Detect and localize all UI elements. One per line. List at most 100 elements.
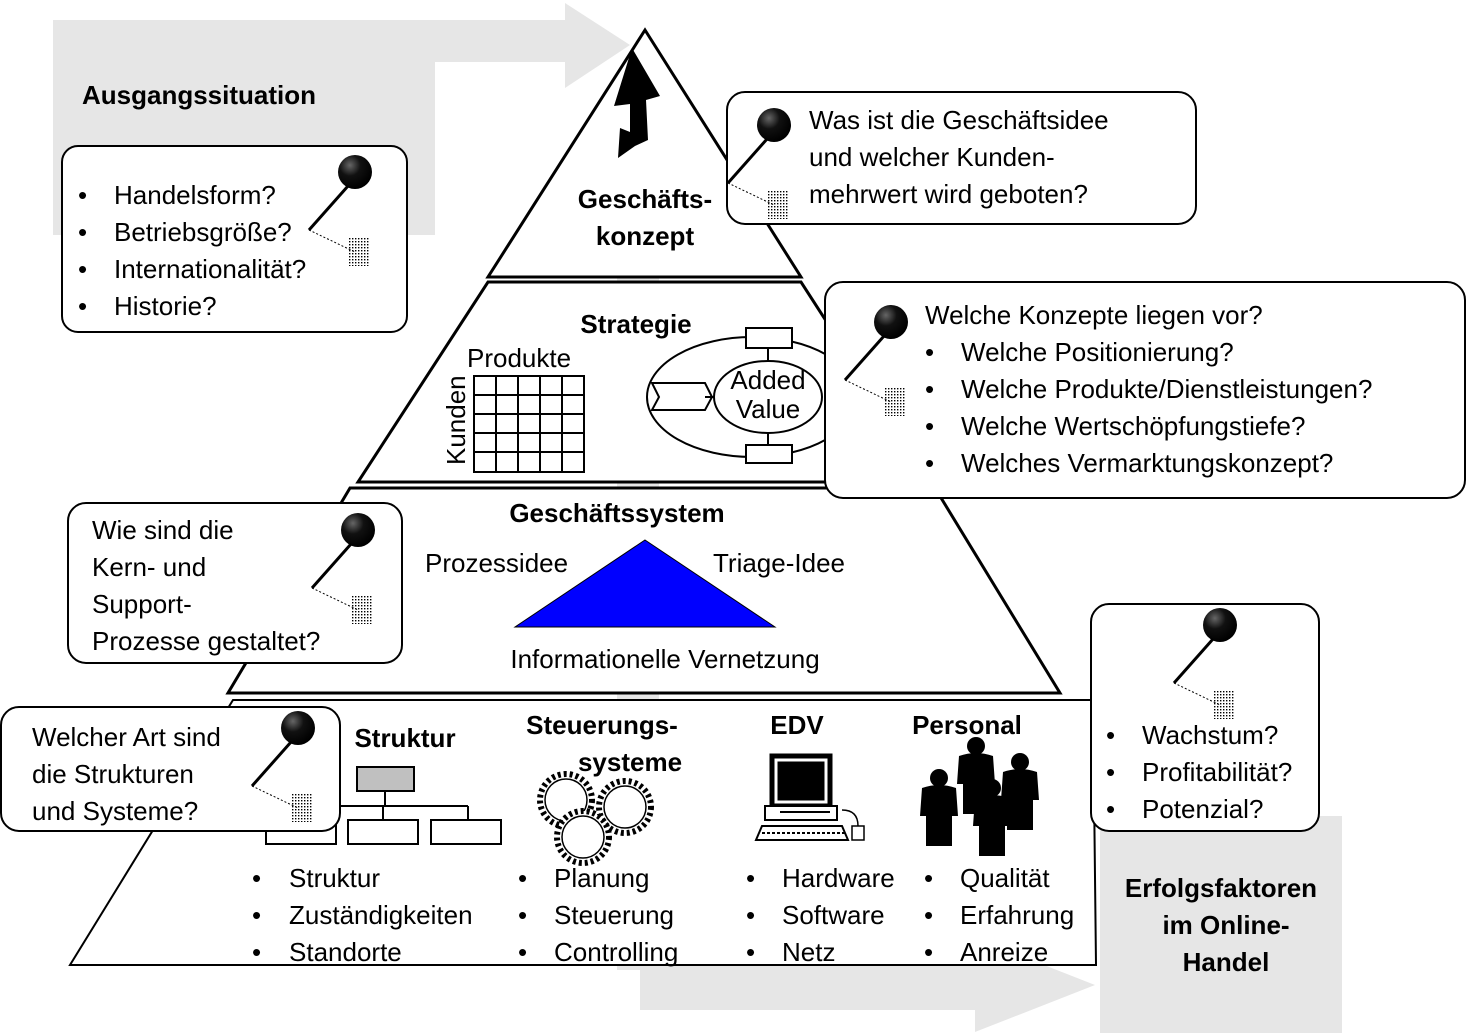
callout-prozesse-line: Wie sind die (92, 515, 234, 545)
personal-list: • Qualität • Erfahrung • Anreize (924, 863, 1074, 967)
strategie-title: Strategie (580, 309, 691, 339)
steuerung-title-2: systeme (578, 747, 682, 777)
callout-strukturen-line: und Systeme? (32, 796, 198, 826)
callout-strukturen-line: die Strukturen (32, 759, 194, 789)
bullet: • (78, 291, 87, 321)
product-customer-matrix (473, 375, 585, 473)
layer-konzept: Geschäfts- konzept (578, 48, 712, 251)
vernetzung-label: Informationelle Vernetzung (510, 644, 819, 674)
bullet: • (924, 863, 933, 893)
bullet: • (78, 217, 87, 247)
bullet: • (518, 863, 527, 893)
callout-strukturen: Welcher Art sind die Strukturen und Syst… (0, 706, 341, 832)
konzept-title: Geschäfts- (578, 184, 712, 214)
struktur-item: Standorte (289, 937, 402, 967)
value-chain-icon (646, 327, 858, 464)
ausgangssituation-label: Ausgangssituation (82, 80, 316, 110)
edv-item: Hardware (782, 863, 895, 893)
callout-strategie-item: Welche Wertschöpfungstiefe? (961, 411, 1305, 441)
layer-konzept-shape (485, 27, 804, 279)
callout-strategie-item: Welche Positionierung? (961, 337, 1234, 367)
bullet: • (924, 937, 933, 967)
callout-erfolg-item: Wachstum? (1142, 720, 1278, 750)
callout-konzept-line: und welcher Kunden- (809, 142, 1055, 172)
bullet: • (78, 254, 87, 284)
steuerung-title: Steuerungs- (526, 710, 678, 740)
struktur-item: Zuständigkeiten (289, 900, 473, 930)
bullet: • (518, 900, 527, 930)
personal-item: Erfahrung (960, 900, 1074, 930)
callout-prozesse: Wie sind die Kern- und Support- Prozesse… (67, 502, 403, 664)
callout-konzept: Was ist die Geschäftsidee und welcher Ku… (726, 91, 1197, 225)
geschaeftssystem-title: Geschäftssystem (509, 498, 724, 528)
edv-item: Netz (782, 937, 835, 967)
layer-basis: Struktur Steuerungs- systeme EDV Persona… (252, 710, 1074, 967)
bullet: • (746, 863, 755, 893)
matrix-col-label: Produkte (467, 343, 571, 373)
personal-item: Anreize (960, 937, 1048, 967)
struktur-list: • Struktur • Zuständigkeiten • Standorte (252, 863, 473, 967)
bullet: • (252, 937, 261, 967)
bullet: • (252, 900, 261, 930)
callout-strategie-heading: Welche Konzepte liegen vor? (925, 300, 1263, 330)
callout-prozesse-line: Prozesse gestaltet? (92, 626, 320, 656)
erfolgsfaktoren-line: im Online- (1162, 910, 1289, 940)
erfolgsfaktoren-label: Erfolgsfaktoren im Online- Handel (1125, 873, 1317, 977)
bullet: • (1106, 794, 1115, 824)
triage-idee-label: Triage-Idee (713, 548, 845, 578)
callout-erfolg-item: Profitabilität? (1142, 757, 1292, 787)
bullet: • (746, 937, 755, 967)
lightning-icon (614, 48, 660, 158)
bullet: • (78, 180, 87, 210)
personal-item: Qualität (960, 863, 1050, 893)
edv-list: • Hardware • Software • Netz (746, 863, 895, 967)
callout-ausgang-item: Handelsform? (114, 180, 276, 210)
bullet: • (252, 863, 261, 893)
edv-title: EDV (770, 710, 824, 740)
callout-erfolg: • Wachstum? • Profitabilität? • Potenzia… (1090, 603, 1320, 832)
bullet: • (924, 900, 933, 930)
callout-strategie: Welche Konzepte liegen vor? • Welche Pos… (824, 281, 1466, 499)
matrix-row-label: Kunden (441, 375, 471, 465)
callout-ausgang: • Handelsform? • Betriebsgröße? • Intern… (61, 145, 408, 333)
callout-konzept-line: Was ist die Geschäftsidee (809, 105, 1109, 135)
edv-item: Software (782, 900, 885, 930)
erfolgsfaktoren-line: Erfolgsfaktoren (1125, 873, 1317, 903)
erfolgsfaktoren-line: Handel (1183, 947, 1270, 977)
bullet: • (925, 337, 934, 367)
callout-prozesse-line: Support- (92, 589, 192, 619)
callout-ausgang-item: Internationalität? (114, 254, 306, 284)
bullet: • (925, 448, 934, 478)
layer-strategie: Strategie Produkte Kunden Added Value (441, 309, 858, 473)
personal-title: Personal (912, 710, 1022, 740)
callout-strategie-item: Welche Produkte/Dienstleistungen? (961, 374, 1372, 404)
bullet: • (1106, 757, 1115, 787)
callout-ausgang-item: Historie? (114, 291, 217, 321)
struktur-title: Struktur (354, 723, 455, 753)
steuerung-item: Planung (554, 863, 649, 893)
callout-strukturen-line: Welcher Art sind (32, 722, 221, 752)
bullet: • (518, 937, 527, 967)
callout-erfolg-item: Potenzial? (1142, 794, 1263, 824)
computer-icon (754, 753, 865, 841)
steuerung-item: Steuerung (554, 900, 674, 930)
bullet: • (746, 900, 755, 930)
added-value-label: Added (730, 365, 805, 395)
bullet: • (1106, 720, 1115, 750)
prozessidee-label: Prozessidee (425, 548, 568, 578)
callout-ausgang-item: Betriebsgröße? (114, 217, 292, 247)
bullet: • (925, 374, 934, 404)
callout-konzept-line: mehrwert wird geboten? (809, 179, 1088, 209)
process-triangle (513, 539, 777, 628)
callout-prozesse-line: Kern- und (92, 552, 206, 582)
callout-strategie-item: Welches Vermarktungskonzept? (961, 448, 1333, 478)
layer-geschaeftssystem: Geschäftssystem Prozessidee Triage-Idee … (425, 498, 845, 674)
konzept-title-2: konzept (596, 221, 695, 251)
added-value-label-2: Value (736, 394, 801, 424)
bullet: • (925, 411, 934, 441)
struktur-item: Struktur (289, 863, 380, 893)
steuerung-list: • Planung • Steuerung • Controlling (518, 863, 678, 967)
steuerung-item: Controlling (554, 937, 678, 967)
